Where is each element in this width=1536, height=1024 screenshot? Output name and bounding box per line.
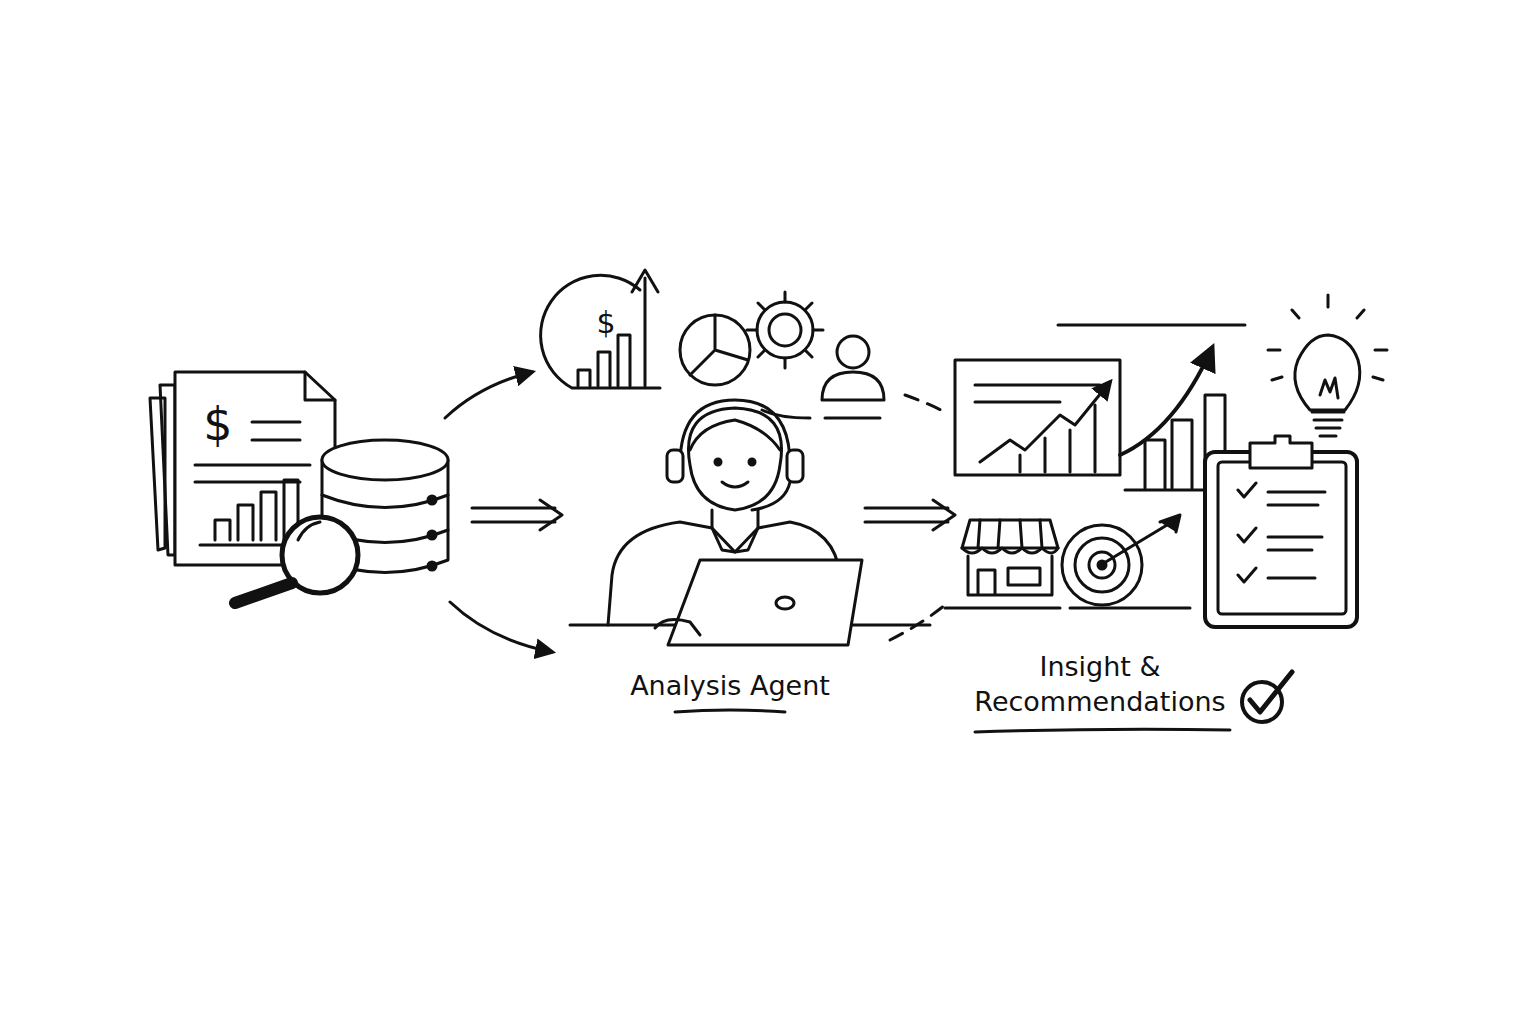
text-label: Analysis Agent <box>600 668 860 703</box>
check-badge <box>1242 672 1292 722</box>
gear-icon <box>747 292 823 368</box>
clipboard-checklist <box>1205 436 1357 627</box>
user-icon <box>762 336 884 418</box>
analysis-agent-figure <box>570 400 930 645</box>
lightbulb-icon <box>1268 295 1387 436</box>
flow-arrows <box>445 372 955 652</box>
finance-growth-icon <box>541 270 660 388</box>
pie-chart-icon <box>680 315 750 385</box>
text-label: $ <box>198 395 238 455</box>
text-label: Insight & Recommendations <box>965 649 1235 719</box>
magnifier-icon <box>235 517 358 603</box>
line-chart-panel <box>955 325 1245 490</box>
storefront-icon <box>945 520 1060 608</box>
target-icon <box>1062 515 1190 608</box>
underline <box>975 729 1230 732</box>
underline <box>675 710 785 712</box>
text-label: $ <box>591 303 621 342</box>
